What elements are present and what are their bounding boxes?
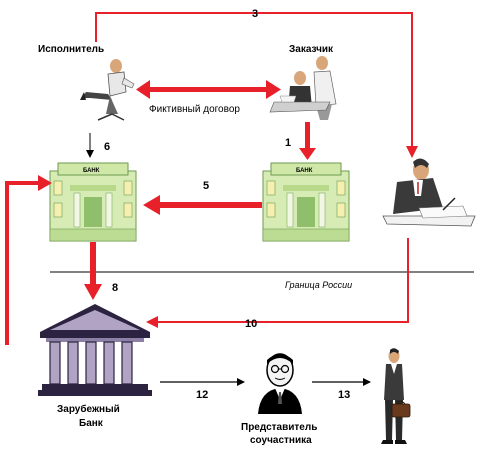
flow-label-3: 5 <box>203 180 209 192</box>
flow-label-13: 13 <box>338 389 350 401</box>
flow-arrow-1 <box>299 122 316 160</box>
flow-arrow-10 <box>146 238 409 328</box>
foreign-bank-label-line2: Банк <box>79 418 104 429</box>
flow-label-10: 10 <box>245 318 257 330</box>
writing-man-icon <box>382 158 476 227</box>
flow-label-8: 8 <box>112 282 118 294</box>
flow-arrow-8 <box>84 242 102 300</box>
standing-man-icon <box>381 348 411 444</box>
flow-arrow-3 <box>143 195 262 215</box>
representative-label-line2: соучастника <box>250 435 312 446</box>
fake-contract-arrow <box>136 80 281 99</box>
flow-label-1: 1 <box>285 137 291 149</box>
customer-label: Заказчик <box>289 44 334 55</box>
representative-icon <box>258 353 302 414</box>
contractor-label: Исполнитель <box>38 44 104 55</box>
foreign-bank-label-line1: Зарубежный <box>57 403 120 415</box>
bank-building-icon: БАНК <box>262 162 350 242</box>
border-label: Граница России <box>285 280 352 290</box>
flow-label-12: 12 <box>196 389 208 401</box>
flow-label-6: 6 <box>104 141 110 153</box>
flow-label-5: 3 <box>252 8 258 20</box>
bank-sign: БАНК <box>296 168 313 174</box>
return-arrow <box>5 175 52 345</box>
flow-arrow-5 <box>95 12 418 158</box>
reclining-man-icon <box>80 59 135 121</box>
fake-contract-label: Фиктивный договор <box>149 104 240 115</box>
bank-sign: БАНК <box>83 168 100 174</box>
representative-label-line1: Представитель <box>241 422 317 433</box>
foreign-bank-icon <box>38 304 152 396</box>
bank-building-icon: БАНК <box>49 162 137 242</box>
meeting-people-icon <box>269 56 337 120</box>
